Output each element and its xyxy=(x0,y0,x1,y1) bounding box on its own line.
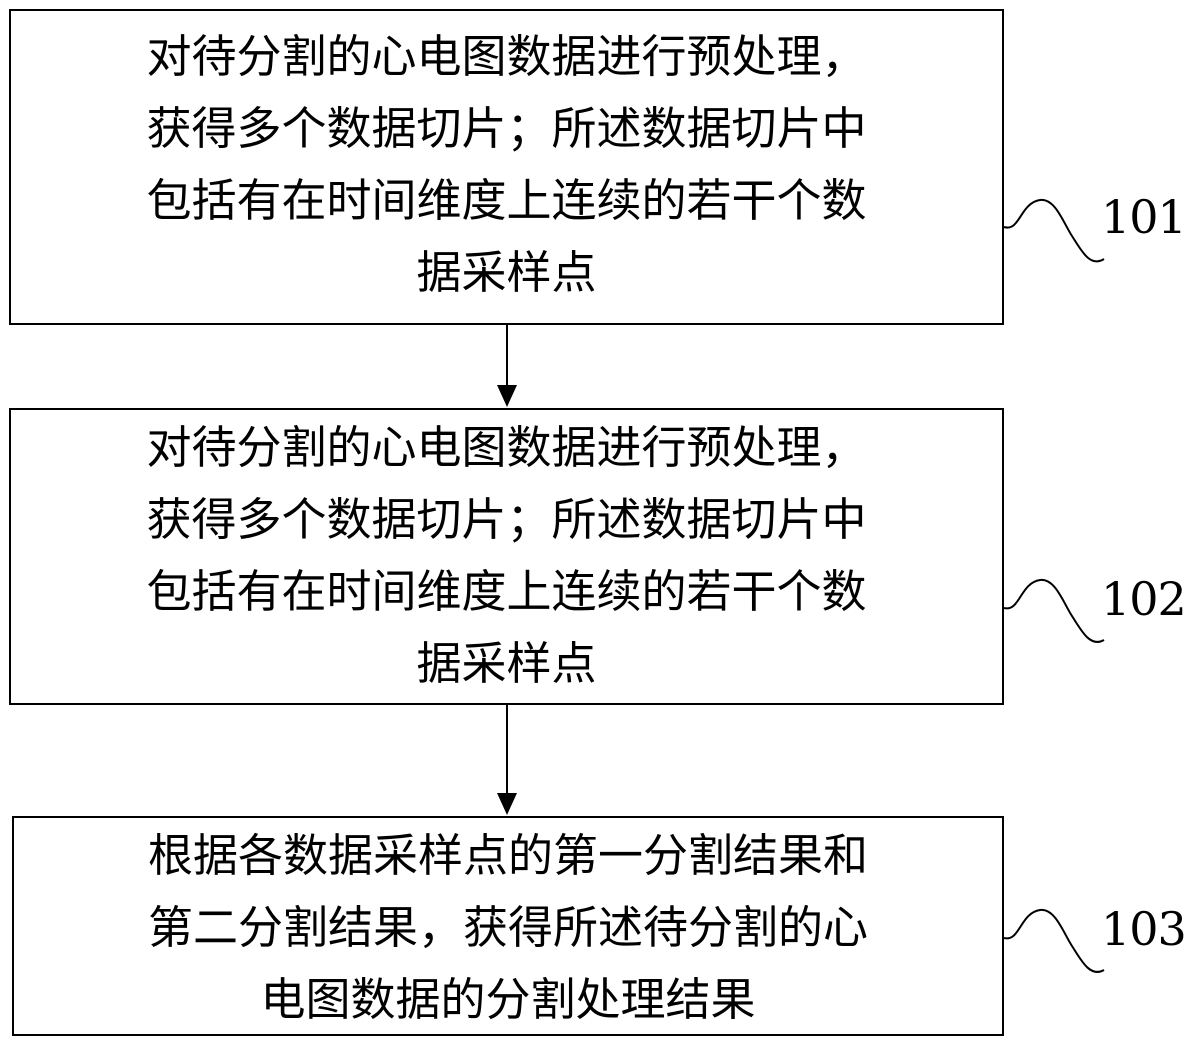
arrow-101-to-102 xyxy=(497,325,517,407)
leader-squiggle-101 xyxy=(1004,200,1104,262)
arrow-102-to-103 xyxy=(497,705,517,815)
leader-squiggle-103 xyxy=(1004,910,1104,972)
leader-squiggle-102 xyxy=(1004,580,1104,642)
